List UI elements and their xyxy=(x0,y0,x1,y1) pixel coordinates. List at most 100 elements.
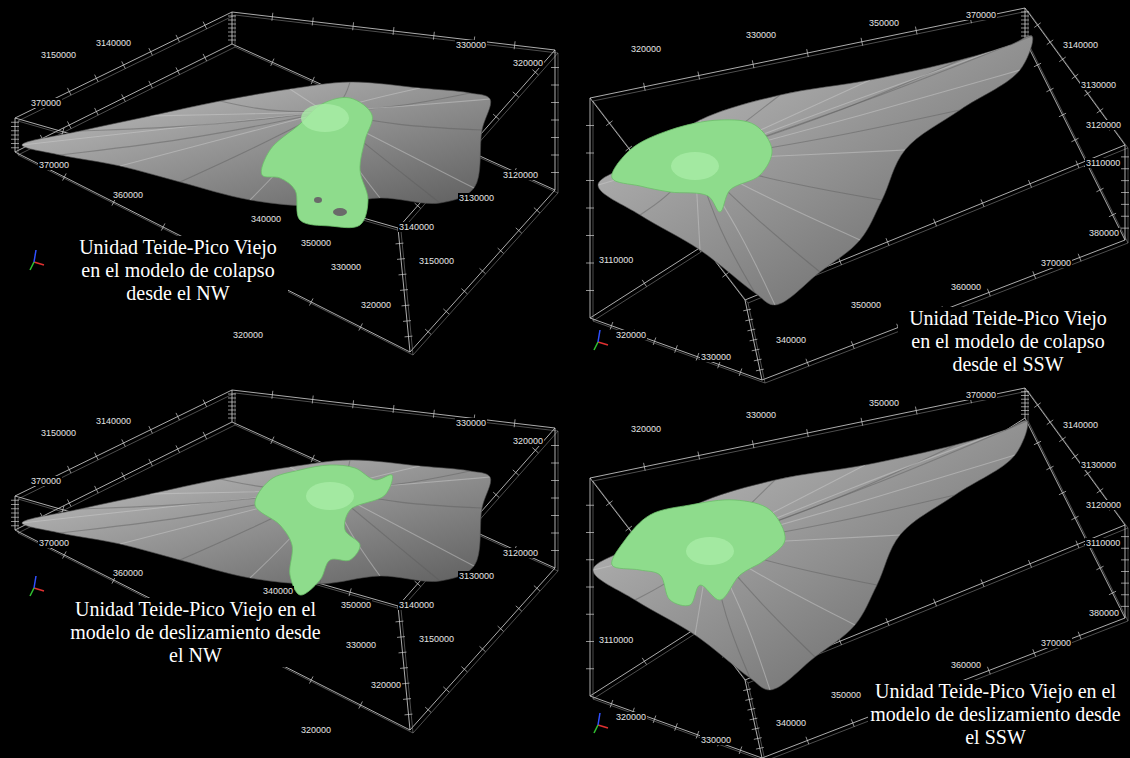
bounding-box-edge xyxy=(558,431,559,571)
tick-mark xyxy=(95,453,99,460)
axis-tick-label: 320000 xyxy=(232,330,264,340)
tick-mark xyxy=(67,499,71,506)
tick-mark xyxy=(626,526,632,531)
volcano-cone xyxy=(686,537,734,565)
tick-mark xyxy=(534,208,540,213)
tick-mark xyxy=(67,88,71,95)
tick-mark xyxy=(586,153,594,154)
axis-tick-label: 370000 xyxy=(38,160,70,170)
figure-caption: Unidad Teide-Pico Viejo en el modelo de … xyxy=(898,307,1118,376)
tick-mark xyxy=(228,28,236,29)
axis-tick-label: 320000 xyxy=(630,424,662,434)
tick-mark xyxy=(698,452,700,460)
tick-mark xyxy=(63,551,67,558)
bounding-box-edge xyxy=(1025,40,1125,240)
tick-mark xyxy=(176,445,180,452)
axis-tick-label: 350000 xyxy=(830,690,862,700)
tick-mark xyxy=(433,410,435,418)
tick-mark xyxy=(806,737,809,744)
tick-mark xyxy=(67,466,71,473)
tick-mark xyxy=(1021,406,1029,407)
tick-mark xyxy=(1046,88,1053,92)
axis-triad xyxy=(34,588,44,591)
unit-gap xyxy=(314,197,322,203)
axis-triad xyxy=(594,725,598,733)
bounding-box-edge xyxy=(401,231,413,355)
island-terrain xyxy=(593,421,1028,690)
tick-mark xyxy=(696,731,699,739)
tick-mark xyxy=(1028,560,1031,567)
tick-mark xyxy=(886,618,889,625)
tick-mark xyxy=(399,274,407,276)
tick-mark xyxy=(203,22,207,29)
tick-mark xyxy=(1034,441,1041,445)
island-terrain xyxy=(598,36,1033,305)
tick-mark xyxy=(551,172,559,173)
tick-mark xyxy=(516,606,522,611)
view-panel xyxy=(586,388,1129,758)
tick-mark xyxy=(309,298,313,305)
tick-mark xyxy=(1121,571,1129,572)
tick-mark xyxy=(610,322,613,330)
tick-mark xyxy=(396,621,404,623)
tick-mark xyxy=(586,290,594,291)
tick-mark xyxy=(11,135,19,136)
island-terrain xyxy=(22,82,491,206)
tick-mark xyxy=(498,626,504,631)
tick-mark xyxy=(1033,649,1036,656)
axis-tick-label: 330000 xyxy=(745,30,777,40)
tick-mark xyxy=(1021,410,1029,411)
axis-tick-label: 3130000 xyxy=(1080,460,1117,470)
tick-mark xyxy=(1059,57,1065,62)
axis-tick-label: 330000 xyxy=(700,352,732,362)
bounding-box-edge xyxy=(232,390,555,428)
tick-mark xyxy=(393,27,395,35)
tick-mark xyxy=(739,746,742,754)
tick-mark xyxy=(752,349,760,351)
axis-triad xyxy=(30,262,34,270)
bounding-box-edge xyxy=(398,606,410,730)
tick-mark xyxy=(1078,632,1081,639)
tick-mark xyxy=(551,120,559,121)
tick-mark xyxy=(644,83,646,91)
tick-mark xyxy=(311,455,314,462)
axis-tick-label: 370000 xyxy=(1040,258,1072,268)
tick-mark xyxy=(1021,391,1029,392)
volcano-cone xyxy=(306,482,354,510)
axis-tick-label: 3140000 xyxy=(95,416,132,426)
axis-tick-label: 370000 xyxy=(30,98,62,108)
axis-tick-label: 320000 xyxy=(512,436,544,446)
tick-mark xyxy=(1046,466,1053,470)
tick-mark xyxy=(1047,40,1053,45)
tick-mark xyxy=(399,652,407,654)
tick-mark xyxy=(987,667,990,674)
tick-mark xyxy=(1121,216,1129,217)
tick-mark xyxy=(1121,192,1129,193)
tick-mark xyxy=(397,636,405,638)
tick-mark xyxy=(1076,161,1079,168)
axis-tick-label: 3130000 xyxy=(458,193,495,203)
axis-tick-label: 380000 xyxy=(1088,608,1120,618)
tick-mark xyxy=(739,368,742,376)
tick-mark xyxy=(551,445,559,446)
tick-mark xyxy=(1084,471,1090,476)
bounding-box-edge xyxy=(235,393,558,431)
bounding-box-edge xyxy=(593,699,765,758)
tick-mark xyxy=(402,683,410,685)
bounding-box-edge xyxy=(413,571,558,733)
tick-mark xyxy=(586,587,594,588)
tick-mark xyxy=(122,472,126,479)
tick-mark xyxy=(228,40,236,41)
bounding-box-edge xyxy=(18,121,19,155)
tick-mark xyxy=(642,658,646,665)
axis-tick-label: 380000 xyxy=(1088,228,1120,238)
axis-tick-label: 3110000 xyxy=(598,635,634,645)
tick-mark xyxy=(1021,12,1029,13)
tick-mark xyxy=(861,418,863,426)
tick-mark xyxy=(271,437,274,444)
tick-mark xyxy=(586,641,594,642)
tick-mark xyxy=(425,707,431,712)
tick-mark xyxy=(11,513,19,514)
tick-mark xyxy=(1121,228,1129,229)
